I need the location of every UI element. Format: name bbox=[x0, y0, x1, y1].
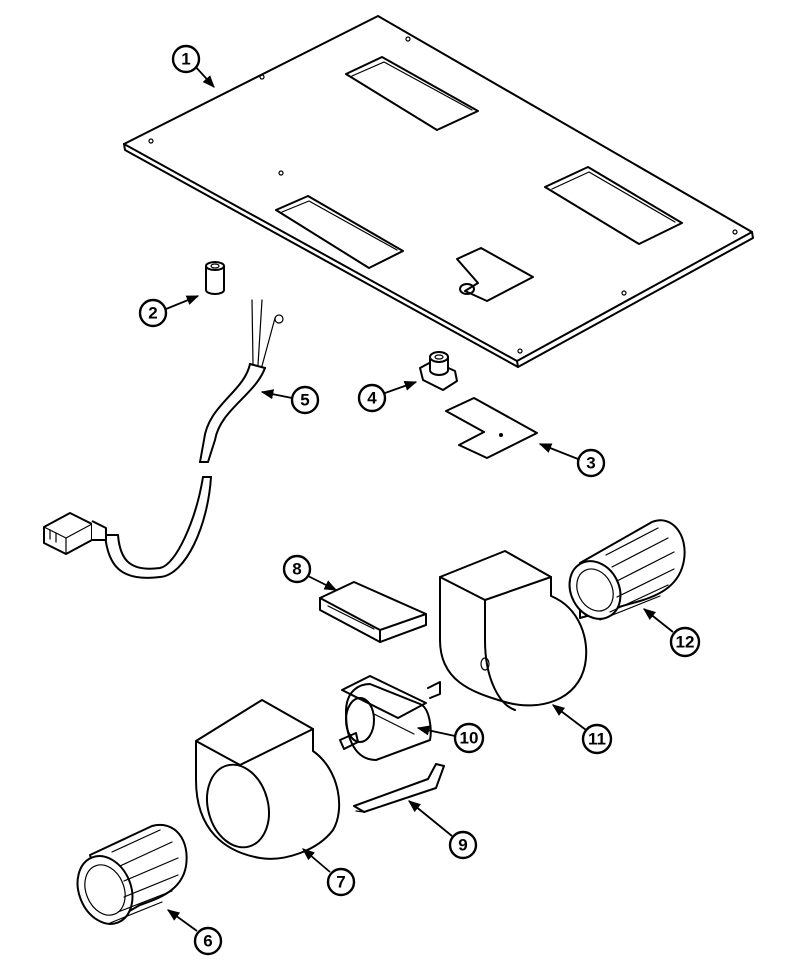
callout-label: 7 bbox=[336, 873, 345, 892]
callout-6: 6 bbox=[166, 909, 223, 956]
mounting-clip-part bbox=[353, 763, 445, 813]
right-blower-wheel-part bbox=[568, 519, 686, 621]
callout-label: 10 bbox=[460, 729, 479, 748]
bracket-plate-part bbox=[445, 397, 538, 459]
callout-1: 1 bbox=[171, 44, 215, 88]
callout-label: 11 bbox=[588, 730, 606, 749]
blower-motor-part bbox=[339, 675, 441, 761]
callout-7: 7 bbox=[302, 848, 356, 897]
callout-4: 4 bbox=[357, 381, 418, 413]
top-panel-part bbox=[123, 15, 754, 368]
right-blower-housing-part bbox=[439, 550, 588, 711]
callout-label: 4 bbox=[367, 389, 377, 408]
callout-2: 2 bbox=[138, 295, 200, 328]
callout-9: 9 bbox=[408, 800, 478, 860]
callout-label: 6 bbox=[203, 932, 212, 951]
callout-label: 1 bbox=[181, 50, 190, 69]
spacer-part bbox=[205, 261, 225, 295]
callout-label: 8 bbox=[292, 560, 301, 579]
callout-label: 12 bbox=[676, 633, 695, 652]
callout-8: 8 bbox=[282, 554, 338, 591]
left-blower-wheel-part bbox=[76, 823, 188, 925]
callout-3: 3 bbox=[538, 443, 606, 478]
callout-label: 3 bbox=[586, 454, 595, 473]
strain-relief-part bbox=[419, 351, 458, 391]
left-blower-housing-part bbox=[195, 699, 341, 860]
callout-11: 11 bbox=[551, 704, 613, 755]
callout-label: 2 bbox=[148, 304, 157, 323]
control-box-part bbox=[319, 581, 427, 643]
callout-10: 10 bbox=[416, 722, 485, 754]
callout-label: 5 bbox=[300, 391, 309, 410]
callout-5: 5 bbox=[260, 385, 320, 415]
callout-label: 9 bbox=[458, 836, 467, 855]
callout-12: 12 bbox=[643, 608, 701, 658]
power-cord-part bbox=[43, 299, 284, 579]
